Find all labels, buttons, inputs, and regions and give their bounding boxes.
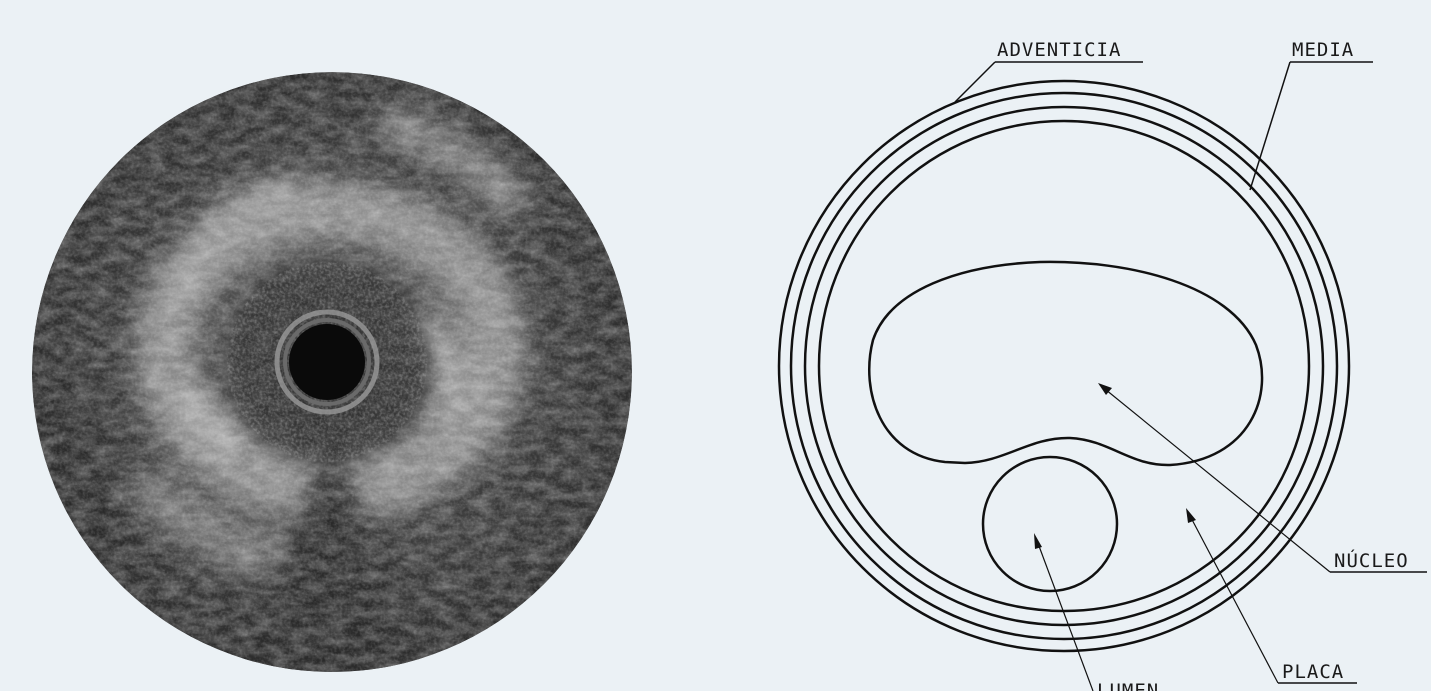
label-nucleo: NÚCLEO	[1334, 548, 1409, 572]
label-lumen: LUMEN	[1097, 680, 1159, 691]
label-placa: PLACA	[1282, 661, 1344, 683]
media-inner-circle	[805, 107, 1323, 625]
label-adventicia: ADVENTICIA	[997, 39, 1121, 61]
lumen-leader	[1036, 538, 1093, 691]
placa-leader	[1188, 512, 1278, 683]
necrotic-core-outline	[869, 262, 1262, 465]
adventitia-outer-circle	[779, 81, 1349, 651]
lumen-circle	[983, 457, 1117, 591]
nucleo-leader	[1100, 385, 1330, 572]
label-media: MEDIA	[1292, 39, 1354, 61]
placa-arrowhead	[1186, 508, 1196, 523]
intima-circle	[819, 121, 1309, 611]
lumen-arrowhead	[1034, 533, 1042, 549]
